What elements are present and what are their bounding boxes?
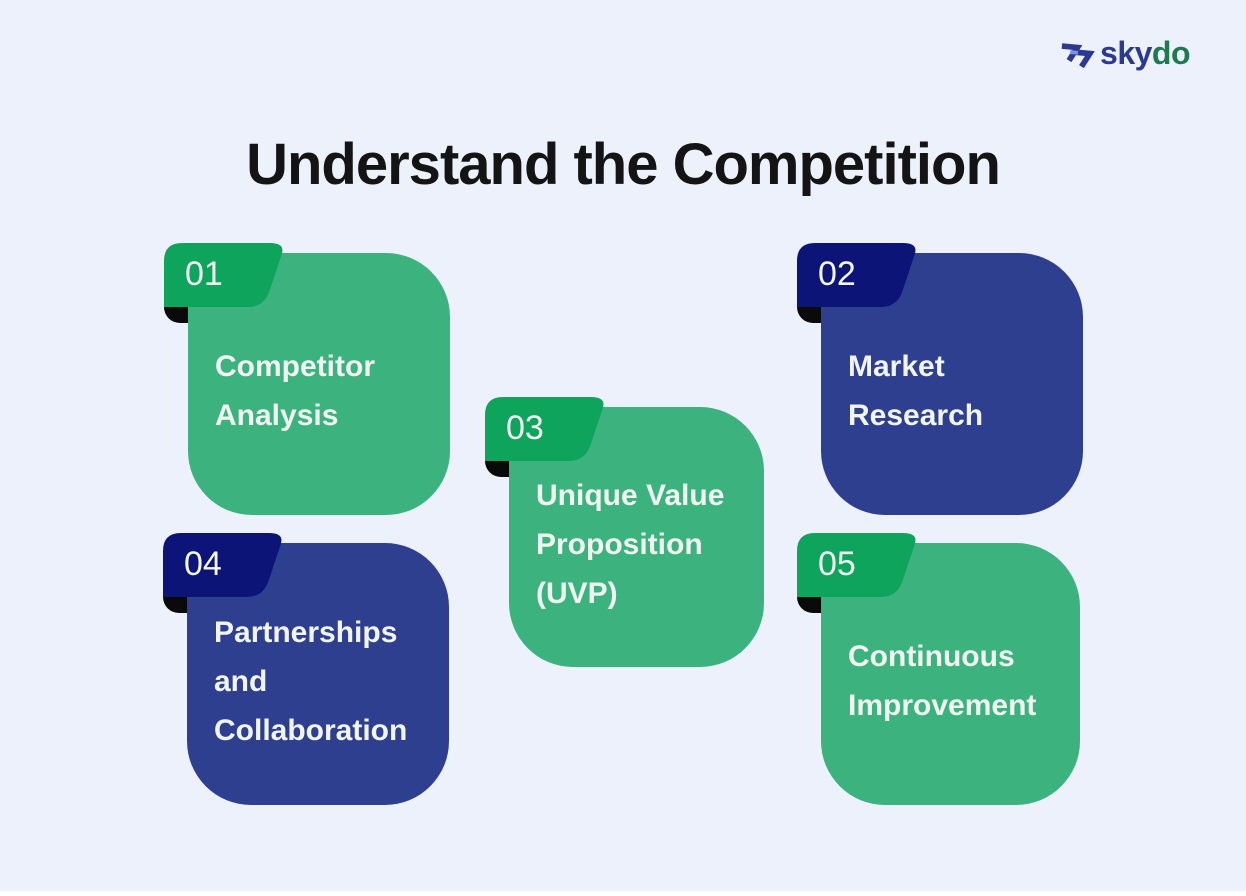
card-competitor-analysis: Competitor Analysis 01 [164,243,450,515]
skydo-chevron-s-icon [1061,43,1095,69]
card-title: Competitor Analysis [215,350,375,432]
bottom-edge-strip [0,891,1246,896]
card-title: Unique Value Proposition (UVP) [536,478,725,610]
card-title: Market Research [848,350,984,432]
card-title: Continuous Improvement [848,640,1037,722]
card-number-tab [485,397,604,461]
card-number: 05 [818,545,856,583]
card-body: Market Research [821,253,1083,515]
brand-name-sky: sky [1100,35,1152,71]
card-market-research: Market Research 02 [797,243,1083,515]
brand-logo: skydo [1059,34,1191,72]
card-continuous-improvement: Continuous Improvement 05 [797,533,1080,805]
card-unique-value-proposition: Unique Value Proposition (UVP) 03 [485,397,764,667]
card-partnerships-collaboration: Partnerships and Collaboration 04 [163,533,449,805]
card-number-tab [797,243,916,307]
card-title: Partnerships and Collaboration [214,615,408,747]
page-title: Understand the Competition [246,131,1001,197]
card-number: 02 [818,255,856,293]
brand-name-do: do [1151,35,1191,71]
brand-name: skydo [1100,34,1190,72]
card-number-tab [163,533,282,597]
card-number: 04 [184,545,222,583]
card-number-tab [797,533,916,597]
card-number: 01 [185,255,223,293]
card-number-tab [164,243,283,307]
card-number: 03 [506,409,544,447]
